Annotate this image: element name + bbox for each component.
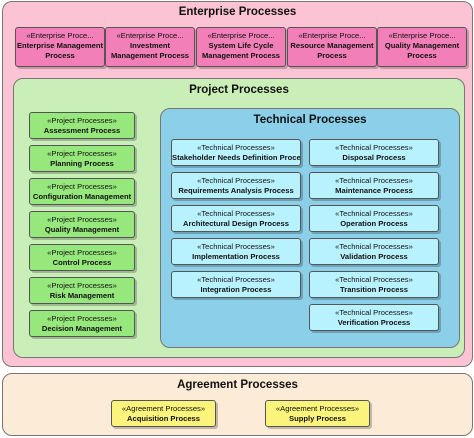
stereotype-label: «Project Processes»	[47, 314, 117, 323]
stereotype-label: «Enterprise Proce...	[298, 31, 366, 40]
stereotype-label: «Technical Processes»	[197, 275, 275, 284]
stereotype-label: «Project Processes»	[47, 149, 117, 158]
operation-process-box[interactable]: «Technical Processes» Operation Process	[309, 205, 439, 232]
stereotype-label: «Enterprise Proce...	[207, 31, 275, 40]
validation-process-box[interactable]: «Technical Processes» Validation Process	[309, 238, 439, 265]
process-name: System Life Cycle Management Process	[201, 41, 281, 60]
acquisition-process-box[interactable]: «Agreement Processes» Acquisition Proces…	[111, 400, 216, 427]
quality-management-box[interactable]: «Project Processes» Quality Management	[29, 211, 135, 238]
process-name: Supply Process	[289, 414, 346, 423]
stereotype-label: «Technical Processes»	[197, 242, 275, 251]
project-processes-region: Project Processes «Project Processes» As…	[13, 78, 465, 358]
stereotype-label: «Technical Processes»	[197, 143, 275, 152]
stereotype-label: «Technical Processes»	[335, 275, 413, 284]
process-name: Integration Process	[200, 285, 272, 294]
stereotype-label: «Technical Processes»	[335, 209, 413, 218]
process-name: Maintenance Process	[335, 186, 413, 195]
investment-management-process-box[interactable]: «Enterprise Proce... Investment Manageme…	[105, 27, 195, 67]
integration-process-box[interactable]: «Technical Processes» Integration Proces…	[171, 271, 301, 298]
process-name: Resource Management Process	[290, 41, 374, 60]
stereotype-label: «Agreement Processes»	[275, 404, 360, 413]
process-name: Configuration Management	[32, 192, 132, 201]
supply-process-box[interactable]: «Agreement Processes» Supply Process	[265, 400, 370, 427]
assessment-process-box[interactable]: «Project Processes» Assessment Process	[29, 112, 135, 139]
process-name: Decision Management	[41, 324, 123, 333]
technical-processes-region: Technical Processes «Technical Processes…	[160, 108, 460, 348]
process-name: Architectural Design Process	[183, 219, 289, 228]
process-name: Disposal Process	[342, 153, 406, 162]
process-name: Implementation Process	[192, 252, 280, 261]
stereotype-label: «Technical Processes»	[335, 242, 413, 251]
stereotype-label: «Technical Processes»	[335, 176, 413, 185]
process-name: Verification Process	[337, 318, 411, 327]
stereotype-label: «Project Processes»	[47, 182, 117, 191]
stakeholder-needs-definition-process-box[interactable]: «Technical Processes» Stakeholder Needs …	[171, 139, 301, 166]
requirements-analysis-process-box[interactable]: «Technical Processes» Requirements Analy…	[171, 172, 301, 199]
process-name: Assessment Process	[43, 126, 121, 135]
decision-management-box[interactable]: «Project Processes» Decision Management	[29, 310, 135, 337]
stereotype-label: «Project Processes»	[47, 215, 117, 224]
stereotype-label: «Project Processes»	[47, 248, 117, 257]
disposal-process-box[interactable]: «Technical Processes» Disposal Process	[309, 139, 439, 166]
stereotype-label: «Project Processes»	[47, 116, 117, 125]
stereotype-label: «Agreement Processes»	[121, 404, 206, 413]
process-name: Acquisition Process	[126, 414, 200, 423]
architectural-design-process-box[interactable]: «Technical Processes» Architectural Desi…	[171, 205, 301, 232]
process-name: Operation Process	[340, 219, 408, 228]
process-name: Enterprise Management Process	[16, 41, 104, 60]
process-name: Requirements Analysis Process	[178, 186, 294, 195]
process-name: Quality Management Process	[384, 41, 460, 60]
process-name: Stakeholder Needs Definition Process	[172, 153, 301, 162]
stereotype-label: «Enterprise Proce...	[116, 31, 184, 40]
enterprise-management-process-box[interactable]: «Enterprise Proce... Enterprise Manageme…	[15, 27, 105, 67]
agreement-processes-region: Agreement Processes «Agreement Processes…	[2, 373, 473, 436]
system-life-cycle-management-process-box[interactable]: «Enterprise Proce... System Life Cycle M…	[196, 27, 286, 67]
implementation-process-box[interactable]: «Technical Processes» Implementation Pro…	[171, 238, 301, 265]
configuration-management-box[interactable]: «Project Processes» Configuration Manage…	[29, 178, 135, 205]
stereotype-label: «Enterprise Proce...	[26, 31, 94, 40]
stereotype-label: «Technical Processes»	[197, 176, 275, 185]
process-name: Transition Process	[340, 285, 408, 294]
agreement-processes-title: Agreement Processes	[177, 379, 298, 391]
transition-process-box[interactable]: «Technical Processes» Transition Process	[309, 271, 439, 298]
stereotype-label: «Technical Processes»	[335, 308, 413, 317]
enterprise-processes-title: Enterprise Processes	[178, 6, 297, 18]
verification-process-box[interactable]: «Technical Processes» Verification Proce…	[309, 304, 439, 331]
control-process-box[interactable]: «Project Processes» Control Process	[29, 244, 135, 271]
process-name: Control Process	[52, 258, 112, 267]
stereotype-label: «Technical Processes»	[197, 209, 275, 218]
process-name: Quality Management	[44, 225, 120, 234]
process-name: Validation Process	[340, 252, 408, 261]
maintenance-process-box[interactable]: «Technical Processes» Maintenance Proces…	[309, 172, 439, 199]
process-name: Investment Management Process	[110, 41, 190, 60]
planning-process-box[interactable]: «Project Processes» Planning Process	[29, 145, 135, 172]
risk-management-box[interactable]: «Project Processes» Risk Management	[29, 277, 135, 304]
stereotype-label: «Enterprise Proce...	[388, 31, 456, 40]
resource-management-process-box[interactable]: «Enterprise Proce... Resource Management…	[287, 27, 377, 67]
stereotype-label: «Project Processes»	[47, 281, 117, 290]
quality-management-process-box[interactable]: «Enterprise Proce... Quality Management …	[377, 27, 467, 67]
stereotype-label: «Technical Processes»	[335, 143, 413, 152]
technical-processes-title: Technical Processes	[253, 114, 367, 126]
enterprise-processes-region: Enterprise Processes «Enterprise Proce..…	[2, 1, 473, 367]
process-name: Planning Process	[50, 159, 114, 168]
project-processes-title: Project Processes	[189, 84, 289, 96]
process-name: Risk Management	[49, 291, 115, 300]
